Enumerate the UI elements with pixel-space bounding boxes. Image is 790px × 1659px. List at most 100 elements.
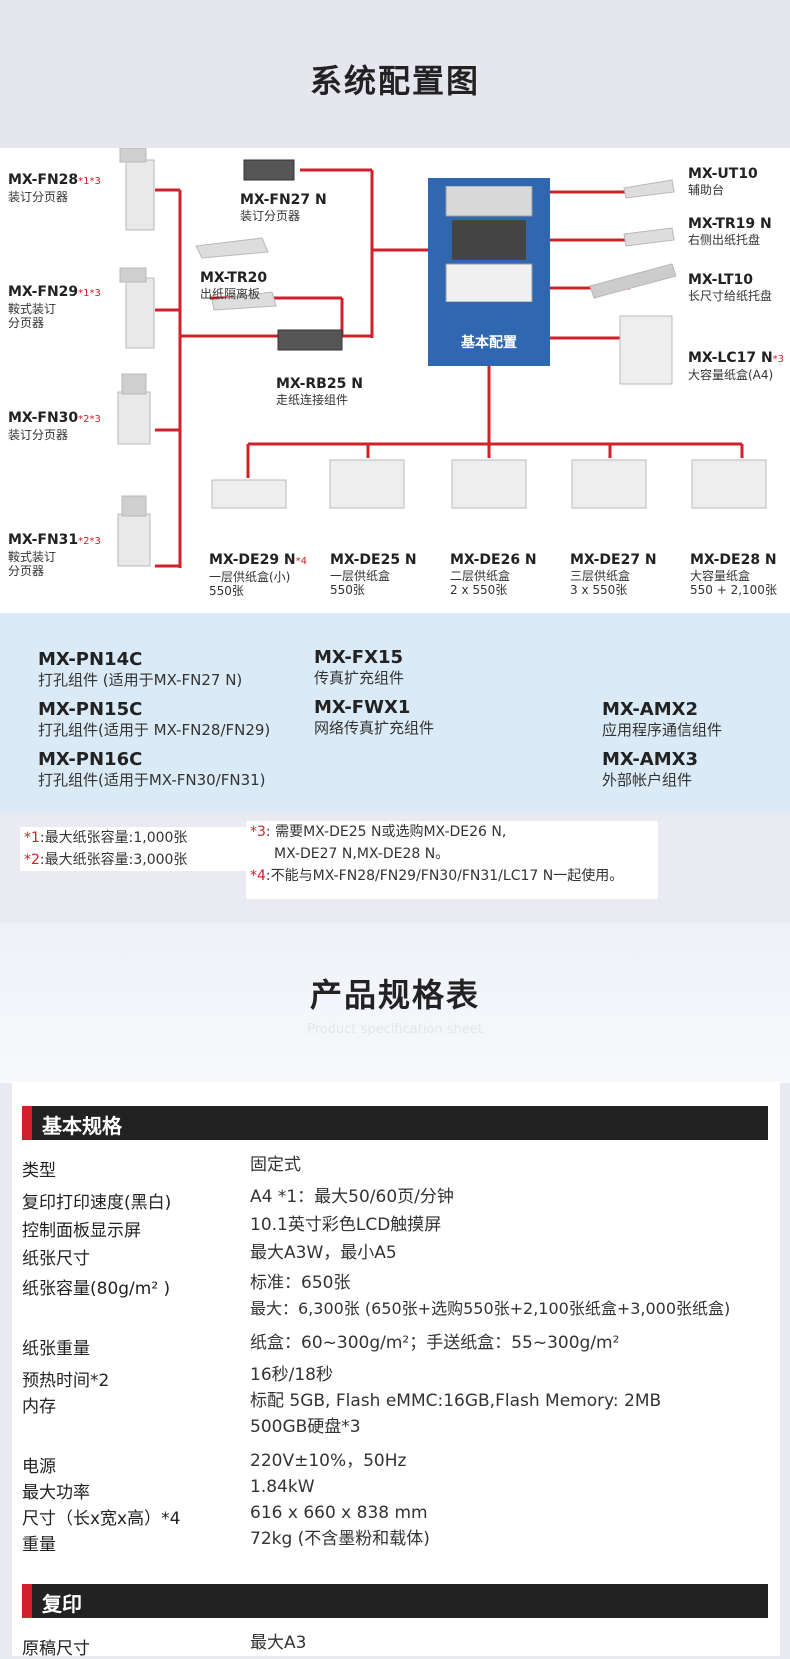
option-desc: 打孔组件(适用于 MX-FN28/FN29) — [38, 721, 271, 739]
footnote-capacity: *1:最大纸张容量:1,000张 *2:最大纸张容量:3,000张 — [20, 827, 248, 871]
option-desc: 传真扩充组件 — [314, 669, 405, 687]
spec-value: 固定式 — [250, 1155, 301, 1175]
component-code: MX-FN31 — [8, 532, 79, 548]
system-diagram: 基本配置 MX-FN28*1*3 装订分页器 MX-FN29*1*3 鞍式装订 … — [0, 148, 790, 613]
spec-value: 10.1英寸彩色LCD触摸屏 — [250, 1215, 442, 1235]
footnote-mark: *2 — [24, 852, 40, 868]
section-accent — [22, 1106, 32, 1140]
component-code: MX-FN28 — [8, 172, 79, 188]
component-mx-lt10: MX-LT10 长尺寸给纸托盘 — [688, 272, 772, 303]
option-mx-amx2: MX-AMX2 应用程序通信组件 — [602, 699, 722, 739]
spec-value: 标准：650张 — [250, 1273, 351, 1293]
spec-value: A4 *1：最大50/60页/分钟 — [250, 1187, 454, 1207]
footnotes-panel: *1:最大纸张容量:1,000张 *2:最大纸张容量:3,000张 *3: 需要… — [0, 813, 790, 923]
component-desc: 鞍式装订 — [8, 550, 57, 564]
spec-value: 最大A3W，最小A5 — [250, 1243, 397, 1263]
spec-value: 标配 5GB, Flash eMMC:16GB,Flash Memory: 2M… — [250, 1391, 662, 1411]
component-code: MX-DE29 N — [209, 552, 296, 568]
component-code: MX-LC17 N — [688, 350, 773, 366]
spec-label: 类型 — [22, 1161, 56, 1181]
spec-label: 尺寸（长x宽x高）*4 — [22, 1509, 181, 1529]
component-desc: 分页器 — [8, 564, 45, 578]
component-code: MX-UT10 — [688, 166, 758, 182]
component-note: *2*3 — [78, 536, 101, 547]
component-desc: 长尺寸给纸托盘 — [688, 289, 773, 303]
component-code: MX-FN30 — [8, 410, 79, 426]
component-note: *4 — [295, 556, 308, 567]
spec-label: 纸张容量(80g/m² ) — [22, 1279, 171, 1299]
component-note: *1*3 — [78, 288, 101, 299]
spec-subtitle: Product specification sheet — [307, 1022, 483, 1037]
footnote-text: :最大纸张容量:3,000张 — [39, 852, 188, 868]
component-desc: 大容量纸盒(A4) — [688, 368, 774, 382]
component-mx-fn31: MX-FN31*2*3 鞍式装订 分页器 — [8, 532, 101, 578]
section-title: 复印 — [42, 1592, 82, 1616]
component-mx-fn28: MX-FN28*1*3 装订分页器 — [8, 172, 101, 204]
spec-header-band — [0, 923, 790, 1083]
component-mx-fn27n: MX-FN27 N 装订分页器 — [240, 192, 327, 223]
spec-value: 最大：6,300张 (650张+选购550张+2,100张纸盒+3,000张纸盒… — [250, 1299, 731, 1318]
component-desc: 550张 — [330, 583, 365, 597]
component-code: MX-TR19 N — [688, 216, 772, 232]
component-desc: 2 x 550张 — [450, 583, 508, 597]
component-code: MX-RB25 N — [276, 376, 363, 392]
spec-label: 原稿尺寸 — [22, 1639, 90, 1659]
spec-value: 500GB硬盘*3 — [250, 1417, 361, 1437]
component-mx-de27n: MX-DE27 N 三层供纸盒 3 x 550张 — [570, 552, 657, 597]
component-mx-de28n: MX-DE28 N 大容量纸盒 550 + 2,100张 — [690, 552, 777, 597]
section-header-copy: 复印 — [22, 1584, 768, 1618]
footnote-mark: *3 — [250, 824, 266, 840]
base-configuration-label: 基本配置 — [461, 335, 517, 351]
component-desc: 550 + 2,100张 — [690, 583, 777, 597]
spec-label: 控制面板显示屏 — [22, 1221, 141, 1241]
spec-value: 616 x 660 x 838 mm — [250, 1503, 428, 1523]
component-desc: 装订分页器 — [8, 190, 69, 204]
component-desc: 3 x 550张 — [570, 583, 628, 597]
option-code: MX-FX15 — [314, 647, 404, 668]
component-mx-tr19n: MX-TR19 N 右侧出纸托盘 — [688, 216, 772, 247]
option-mx-fx15: MX-FX15 传真扩充组件 — [314, 647, 404, 687]
option-desc: 应用程序通信组件 — [602, 721, 723, 739]
component-mx-ut10: MX-UT10 辅助台 — [688, 166, 758, 197]
spec-value: 1.84kW — [250, 1477, 315, 1497]
system-config-title: 系统配置图 — [309, 62, 480, 100]
component-desc: 走纸连接组件 — [276, 393, 349, 407]
spec-label: 内存 — [22, 1397, 56, 1417]
spec-label: 重量 — [22, 1535, 56, 1555]
component-code: MX-LT10 — [688, 272, 754, 288]
spec-label: 纸张尺寸 — [22, 1249, 90, 1269]
option-desc: 打孔组件 (适用于MX-FN27 N) — [38, 671, 243, 689]
footnote-text: : 需要MX-DE25 N或选购MX-DE26 N, — [265, 824, 507, 840]
component-code: MX-DE25 N — [330, 552, 417, 568]
option-code: MX-PN14C — [38, 649, 143, 670]
component-mx-fn29: MX-FN29*1*3 鞍式装订 分页器 — [8, 284, 101, 330]
option-code: MX-PN16C — [38, 749, 143, 770]
component-mx-de25n: MX-DE25 N 一层供纸盒 550张 — [330, 552, 417, 597]
spec-value: 纸盒：60~300g/m²；手送纸盒：55~300g/m² — [250, 1333, 620, 1353]
option-desc: 外部帐户组件 — [602, 771, 693, 789]
option-desc: 打孔组件(适用于MX-FN30/FN31) — [38, 771, 266, 789]
section-header-basic: 基本规格 — [22, 1106, 768, 1140]
spec-table: 基本规格 类型 固定式 复印打印速度(黑白) A4 *1：最大50/60页/分钟… — [12, 1082, 780, 1659]
component-desc: 三层供纸盒 — [570, 569, 631, 583]
option-mx-pn16c: MX-PN16C 打孔组件(适用于MX-FN30/FN31) — [38, 749, 266, 789]
component-desc: 大容量纸盒 — [690, 569, 751, 583]
spec-value: 16秒/18秒 — [250, 1365, 333, 1385]
base-configuration-box: 基本配置 — [428, 178, 550, 366]
component-code: MX-DE28 N — [690, 552, 777, 568]
component-mx-tr20: MX-TR20 出纸隔离板 — [200, 270, 267, 301]
footnote-mark: *1 — [24, 830, 40, 846]
spec-value: 220V±10%，50Hz — [250, 1451, 407, 1471]
spec-title: 产品规格表 — [309, 976, 480, 1014]
component-mx-fn30: MX-FN30*2*3 装订分页器 — [8, 410, 101, 442]
component-mx-de26n: MX-DE26 N 二层供纸盒 2 x 550张 — [450, 552, 537, 597]
option-mx-amx3: MX-AMX3 外部帐户组件 — [602, 749, 698, 789]
component-code: MX-DE27 N — [570, 552, 657, 568]
footnote-text: :不能与MX-FN28/FN29/FN30/FN31/LC17 N一起使用。 — [265, 868, 624, 884]
option-mx-pn14c: MX-PN14C 打孔组件 (适用于MX-FN27 N) — [38, 649, 242, 689]
spec-value: 最大A3 — [250, 1633, 307, 1653]
component-mx-de29n: MX-DE29 N*4 一层供纸盒(小) 550张 — [209, 552, 307, 598]
spec-label: 电源 — [22, 1457, 56, 1477]
option-mx-fwx1: MX-FWX1 网络传真扩充组件 — [314, 697, 434, 737]
option-code: MX-FWX1 — [314, 697, 411, 718]
